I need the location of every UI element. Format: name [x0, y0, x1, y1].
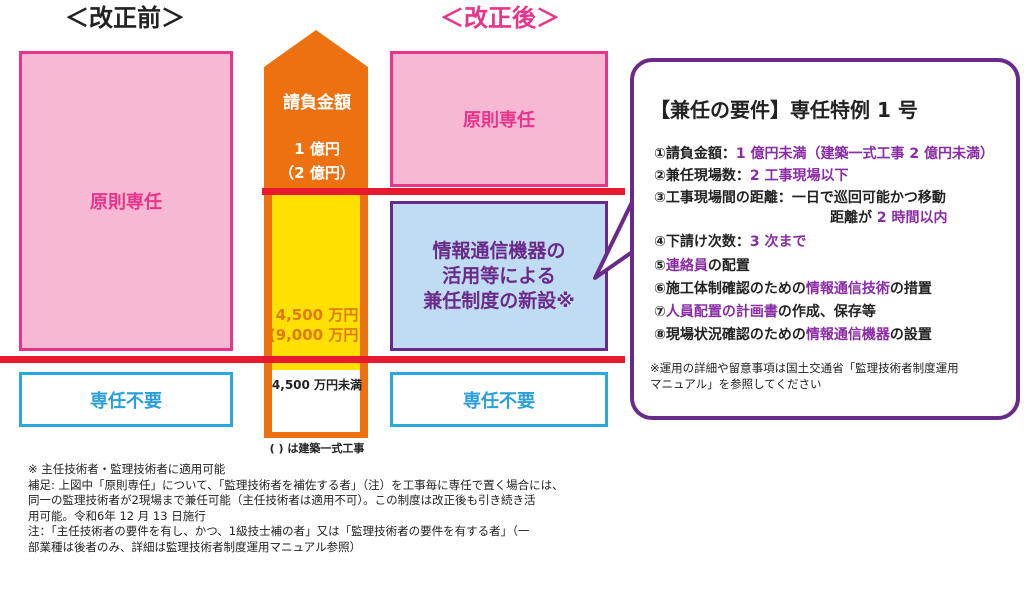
footnote-line-6: 部業種は後者のみ、詳細は監理技術者制度運用マニュアル参照）	[28, 539, 362, 554]
new-system-line-2: 活用等による	[442, 264, 556, 287]
before-principle-box: 原則専任	[19, 51, 233, 351]
upper-threshold: 1 億円	[294, 140, 340, 158]
requirements-note-line-1: ※運用の詳細や留意事項は国土交通省「監理技術者制度運用	[650, 361, 959, 375]
requirement-item-5: ⑤連絡員の配置	[654, 258, 750, 274]
requirement-item-3-cont: 距離が 2 時間以内	[830, 210, 948, 226]
footnote-line-3: 同一の監理技術者が2現場まで兼任可能（主任技術者は適用不可）。この制度は改正後も…	[28, 493, 536, 507]
requirement-item-1: ①請負金額：1 億円未満（建築一式工事 2 億円未満）	[654, 146, 994, 162]
threshold-line-upper	[262, 188, 625, 195]
requirement-item-2: ②兼任現場数：2 工事現場以下	[654, 168, 849, 184]
footnote-line-1: ※ 主任技術者・監理技術者に適用可能	[28, 462, 226, 476]
requirement-item-4: ④下請け次数：3 次まで	[654, 234, 807, 250]
after-principle-label: 原則専任	[463, 110, 535, 131]
after-principle-box: 原則専任	[390, 51, 608, 187]
after-header: ＜改正後＞	[440, 4, 560, 32]
middle-threshold: 4,500 万円	[275, 306, 359, 324]
new-system-line-1: 情報通信機器の	[432, 239, 566, 262]
footnote-line-2: 補足: 上図中「原則専任」について、「監理技術者を補佐する者」（注）を工事毎に専…	[28, 477, 564, 492]
requirements-panel: 【兼任の要件】専任特例 1 号 ①請負金額：1 億円未満（建築一式工事 2 億円…	[630, 58, 1020, 420]
amount-title: 請負金額	[283, 93, 351, 113]
footnote-line-5: 注：「主任技術者の要件を有し、かつ、1級技士補の者」又は「監理技術者の要件を有す…	[28, 524, 530, 538]
bubble-pointer	[593, 195, 637, 280]
requirement-item-6: ⑥施工体制確認のための情報通信技術の措置	[654, 281, 932, 297]
requirement-item-7: ⑦人員配置の計画書の作成、保存等	[654, 304, 876, 320]
footnotes: ※ 主任技術者・監理技術者に適用可能 補足: 上図中「原則専任」について、「監理…	[28, 462, 628, 555]
requirement-item-3: ③工事現場間の距離：一日で巡回可能かつ移動	[654, 190, 946, 206]
paren-note: ( ) は建築一式工事	[269, 442, 365, 455]
after-not-required-box: 専任不要	[390, 372, 608, 427]
upper-threshold-building: （2 億円）	[279, 164, 355, 182]
before-principle-label: 原則専任	[90, 192, 162, 213]
requirements-title: 【兼任の要件】専任特例 1 号	[650, 98, 918, 122]
after-not-required-label: 専任不要	[463, 390, 535, 412]
requirements-note-line-2: マニュアル」を参照してください	[650, 377, 822, 391]
lower-amount-label: 4,500 万円未満	[271, 378, 363, 392]
middle-threshold-building: (9,000 万円)	[268, 326, 366, 344]
before-not-required-box: 専任不要	[19, 372, 233, 427]
amount-arrow-graphic	[264, 30, 368, 438]
before-header: ＜改正前＞	[65, 4, 185, 32]
footnote-line-4: 用可能。令和6年 12 月 13 日施行	[28, 508, 206, 523]
new-system-line-3: 兼任制度の新設※	[423, 289, 575, 312]
requirement-item-8: ⑧現場状況確認のための情報通信機器の設置	[654, 327, 932, 343]
new-system-box: 情報通信機器の 活用等による 兼任制度の新設※	[390, 201, 608, 351]
threshold-line-lower	[0, 356, 625, 363]
before-not-required-label: 専任不要	[90, 390, 162, 412]
